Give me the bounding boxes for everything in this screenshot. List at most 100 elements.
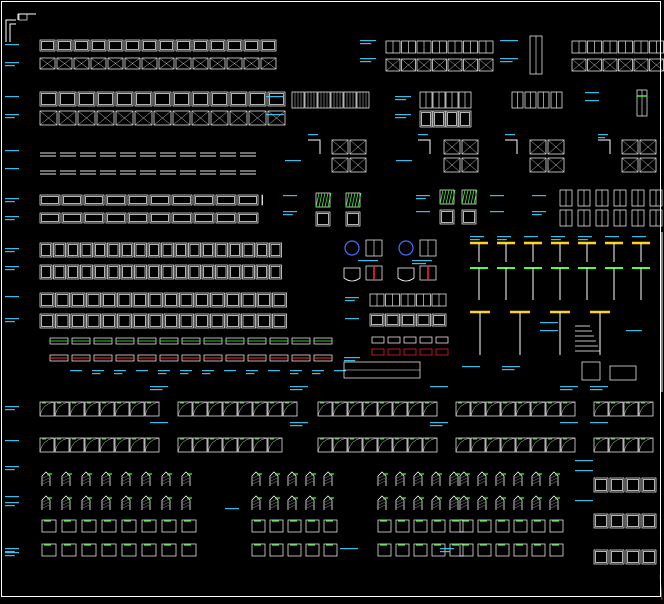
hatch [397, 478, 403, 481]
window-sash [42, 295, 53, 306]
door-leaf [100, 438, 114, 452]
window-frame [195, 314, 209, 328]
window-frame [56, 314, 70, 328]
door-swing-arc [55, 438, 69, 452]
hatch [415, 475, 421, 478]
annotation-mark [395, 114, 411, 115]
window-sash [217, 267, 226, 278]
annotation-mark [202, 370, 214, 371]
window-sash [166, 295, 177, 306]
door-detail [252, 520, 265, 532]
row-label [5, 65, 15, 66]
door-detail [450, 520, 463, 532]
window-sash [76, 42, 88, 50]
hatch [551, 475, 557, 478]
hatch [43, 481, 49, 484]
window-frame [133, 314, 147, 328]
hatch [479, 478, 485, 481]
row-label [5, 469, 15, 470]
window-frame [78, 92, 95, 106]
door-swing-arc [55, 402, 69, 416]
door-swing-arc [223, 438, 237, 452]
annotation-mark [418, 134, 428, 135]
hatch [451, 502, 457, 505]
window-frame [242, 314, 256, 328]
hatch [451, 505, 457, 508]
window-frame [594, 514, 608, 528]
window-sash [258, 267, 267, 278]
door-swing-arc [561, 402, 575, 416]
door-leaf [363, 402, 377, 416]
window-sash [259, 295, 270, 306]
window-sash [42, 245, 51, 256]
annotation-mark [268, 370, 280, 371]
hatch [515, 499, 521, 502]
window-sash [190, 245, 199, 256]
door-swing-arc [378, 438, 392, 452]
door-leaf [501, 438, 515, 452]
row-label [5, 251, 15, 252]
window-sash [88, 316, 99, 327]
door-leaf [516, 438, 530, 452]
door-detail [414, 520, 427, 532]
window-sash [82, 267, 91, 278]
door-leaf [208, 438, 222, 452]
row-label [5, 548, 19, 549]
window-frame [102, 314, 116, 328]
hatch [415, 502, 421, 505]
hatch [43, 475, 49, 478]
door-detail [550, 544, 563, 556]
window-sash [61, 94, 75, 105]
door-swing-arc [456, 438, 470, 452]
window-sash [104, 295, 115, 306]
door-swing-arc [85, 438, 99, 452]
hatch [271, 478, 277, 481]
annotation-mark [626, 330, 642, 331]
window-sash [212, 316, 223, 327]
window-sash [181, 316, 192, 327]
window-sash [109, 267, 118, 278]
window-sash [42, 94, 56, 105]
hatch [479, 505, 485, 508]
annotation-mark [590, 386, 608, 387]
door-detail [324, 544, 337, 556]
annotation-mark [598, 137, 605, 138]
door-leaf [253, 402, 267, 416]
corner-bracket-icon [6, 14, 36, 42]
hatch [143, 505, 149, 508]
door-leaf [594, 402, 608, 416]
window-frame [316, 212, 330, 226]
row-label [5, 96, 19, 97]
door-detail [432, 544, 445, 556]
annotation-mark [344, 357, 360, 358]
door-swing-arc [193, 402, 207, 416]
annotation-mark [560, 422, 578, 423]
window-sash [596, 516, 607, 527]
door-swing-arc [318, 402, 332, 416]
window-sash [42, 316, 53, 327]
annotation-mark [560, 389, 573, 390]
door-detail [550, 520, 563, 532]
annotation-mark [158, 373, 166, 374]
red-profile-block [372, 349, 384, 355]
hatch [479, 481, 485, 484]
window-sash [55, 245, 64, 256]
hatch-line [322, 193, 325, 207]
profile-strip [436, 337, 448, 343]
annotation-mark [150, 386, 168, 387]
hatch [551, 502, 557, 505]
annotation-mark [532, 214, 542, 215]
hatch [123, 475, 129, 478]
door-leaf [501, 402, 515, 416]
door-swing-arc [178, 438, 192, 452]
door-detail [162, 544, 176, 556]
window-frame [133, 293, 147, 307]
door-leaf [283, 402, 297, 416]
window-sash [42, 215, 59, 222]
hatch-line [319, 193, 322, 207]
annotation-mark [524, 236, 538, 237]
hatch [183, 481, 189, 484]
annotation-mark [578, 236, 592, 237]
annotation-mark [470, 236, 484, 237]
